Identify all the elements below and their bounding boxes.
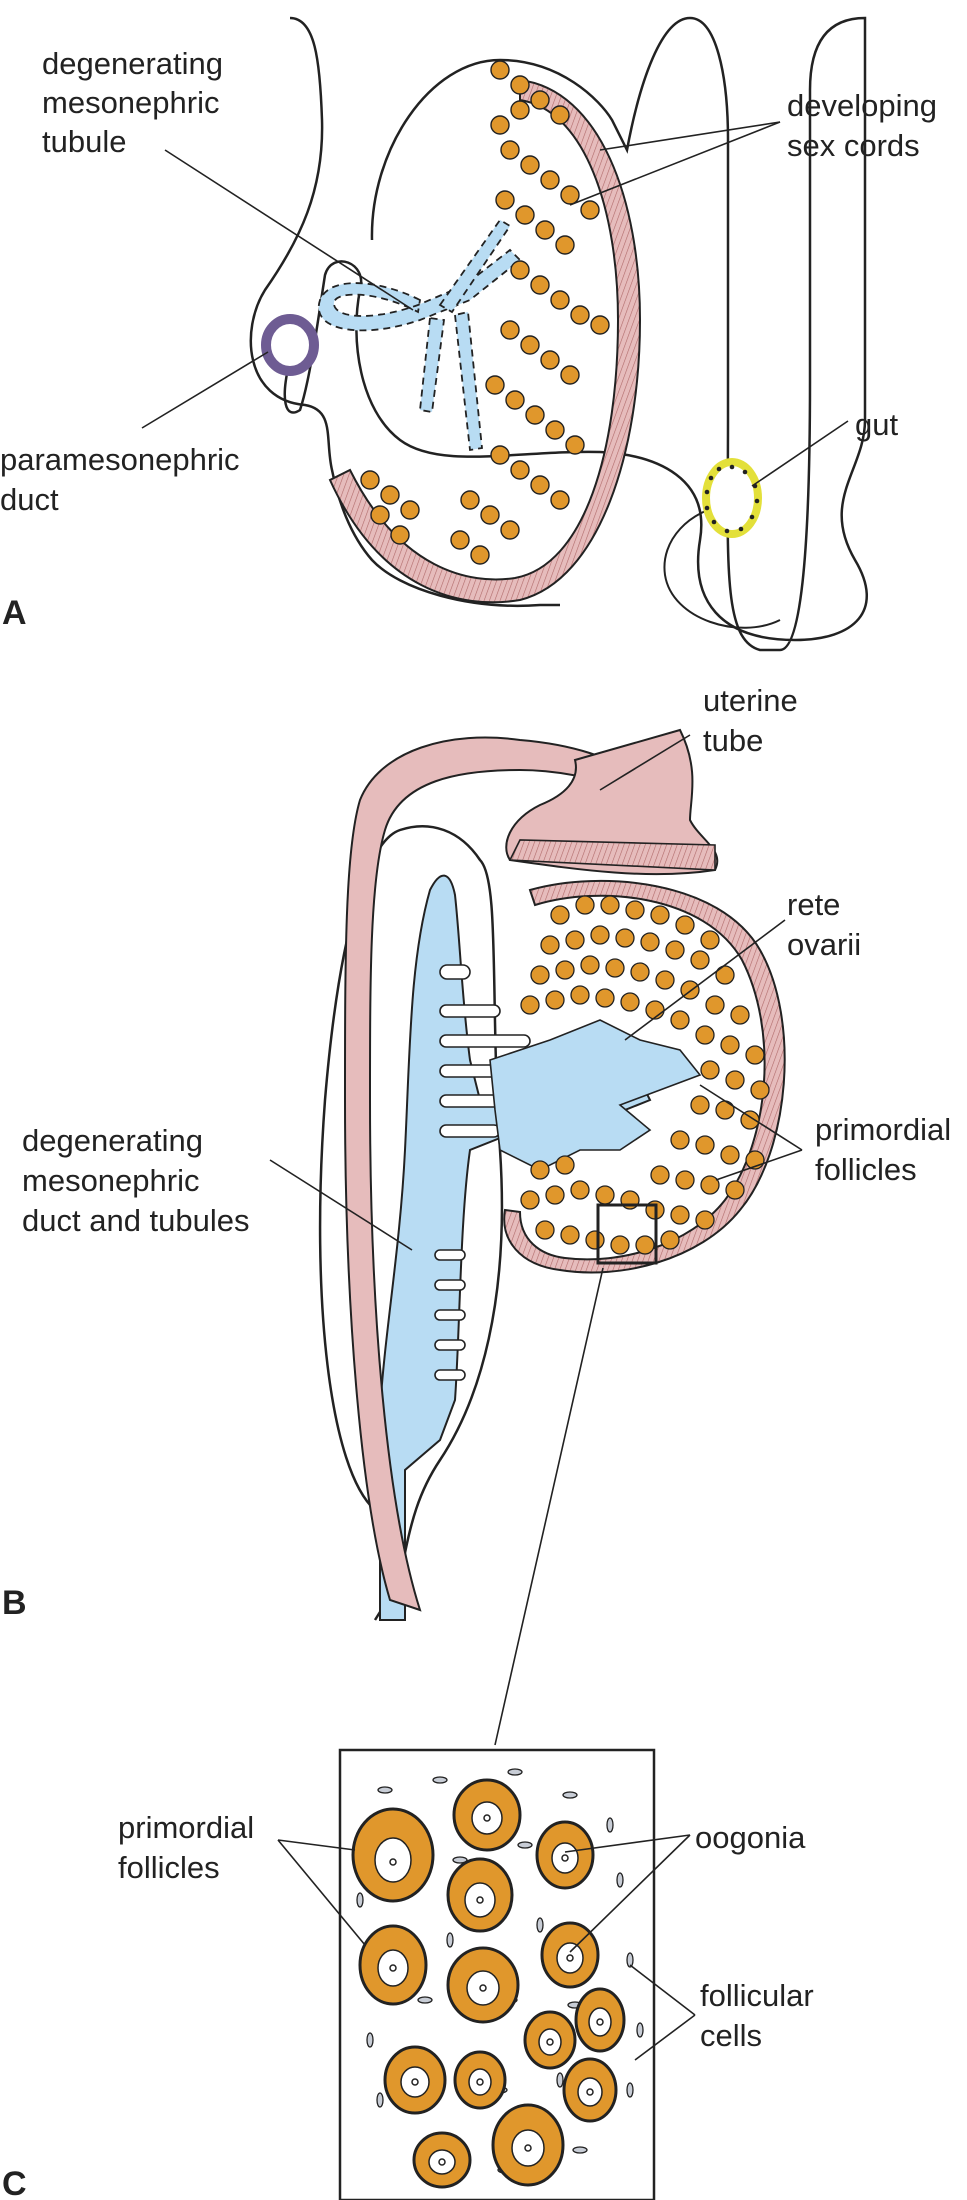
uterine-tube-infundibulum <box>505 728 719 876</box>
label-primordial-follicles-b: primordial follicles <box>815 1112 960 1187</box>
panel-b: uterine tube rete ovarii degenerating me… <box>2 683 960 1746</box>
panel-a-letter: A <box>2 594 27 632</box>
ovary-surface-epithelium <box>503 879 786 1274</box>
degenerating-tubule-branch-3 <box>454 310 483 452</box>
gut-tube <box>702 458 762 538</box>
panel-b-letter: B <box>2 1584 27 1622</box>
label-oogonia: oogonia <box>695 1820 806 1855</box>
panel-b-leader-lines <box>269 734 803 1746</box>
panel-a: degenerating mesonephric tubule developi… <box>0 16 946 652</box>
rete-ovarii <box>489 1019 702 1171</box>
gonad-surface-epithelium <box>328 78 642 604</box>
fimbriae <box>508 839 716 871</box>
label-paramesonephric-duct: paramesonephric duct <box>0 442 248 517</box>
inset-region-box <box>596 1203 658 1265</box>
paramesonephric-duct <box>261 314 319 376</box>
label-gut: gut <box>855 407 898 442</box>
degenerating-mesonephric-tubule <box>317 248 522 332</box>
degenerating-tubule-branch-2 <box>419 316 446 414</box>
label-degenerating-mesonephric-duct-and-tubules: degenerating mesonephric duct and tubule… <box>22 1123 250 1238</box>
degenerating-tubule-branch-1 <box>438 218 512 314</box>
panel-c-leader-lines <box>277 1834 696 2061</box>
ovary-follicle-cells <box>520 895 770 1255</box>
panel-c: primordial follicles oogonia follicular … <box>2 1748 822 2200</box>
oogonia <box>374 1801 612 2175</box>
gut-epithelium <box>704 464 760 534</box>
broad-ligament-outline <box>318 825 504 1621</box>
left-body-wall-outline <box>249 16 560 607</box>
label-rete-ovarii: rete ovarii <box>787 887 861 962</box>
label-follicular-cells: follicular cells <box>700 1978 822 2053</box>
label-primordial-follicles-c: primordial follicles <box>118 1810 263 1885</box>
label-developing-sex-cords: developing sex cords <box>787 88 946 163</box>
label-uterine-tube: uterine tube <box>703 683 806 758</box>
gut-mesentery-outline <box>663 504 781 629</box>
developing-sex-cords <box>360 60 610 565</box>
mesonephric-ridge-outline <box>283 16 868 652</box>
degenerating-mesonephric-duct <box>379 874 652 1621</box>
panel-a-leader-lines <box>141 121 849 487</box>
label-degenerating-mesonephric-tubule: degenerating mesonephric tubule <box>42 46 232 159</box>
panel-c-letter: C <box>2 2165 27 2200</box>
